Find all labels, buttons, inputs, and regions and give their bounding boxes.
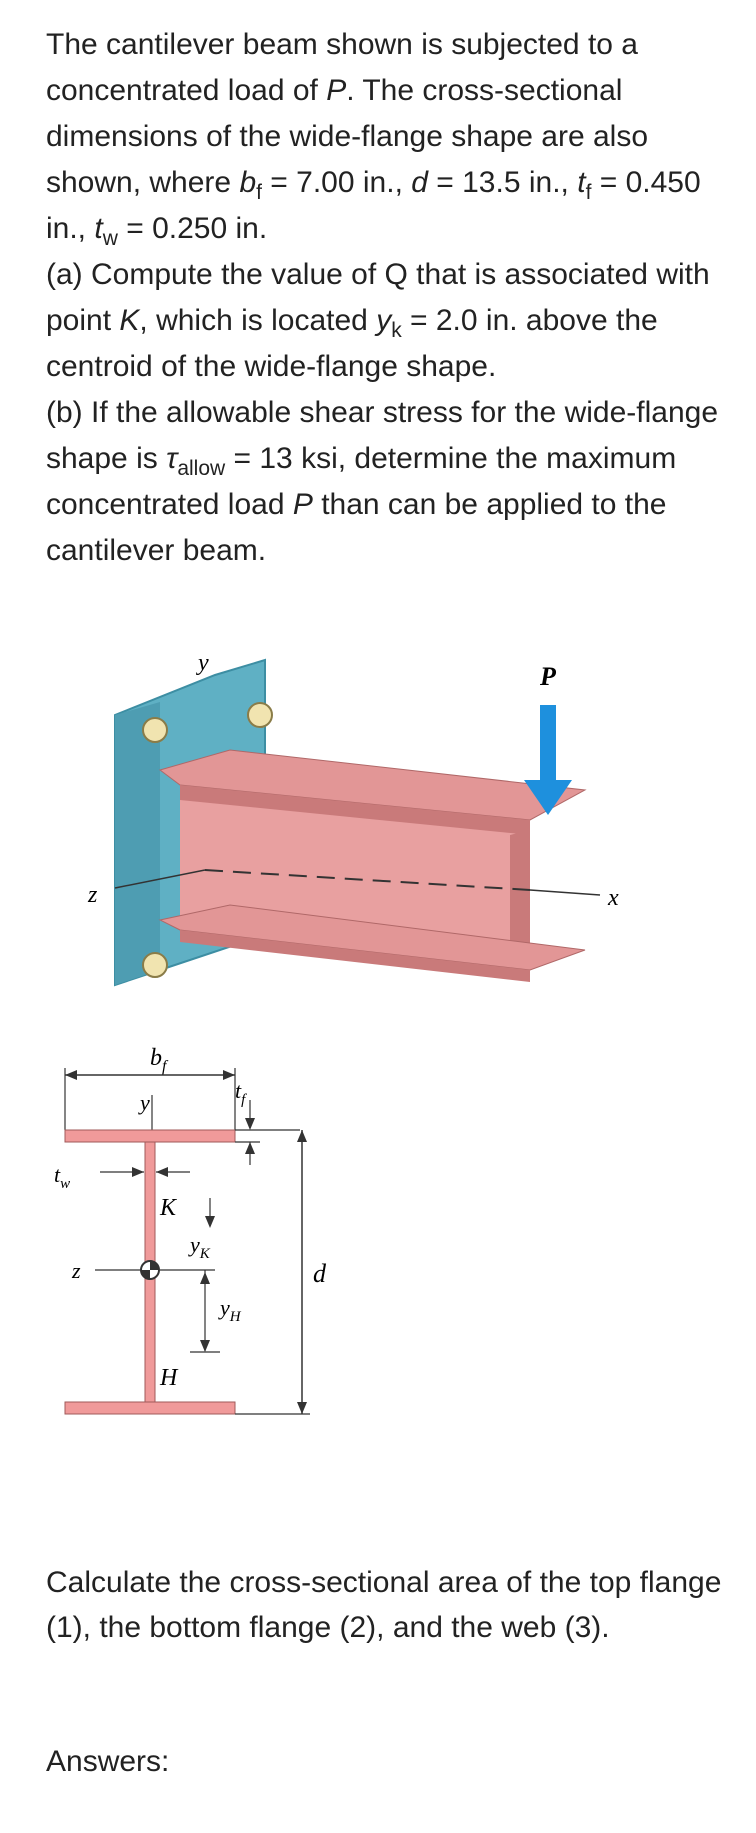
answers-label: Answers: bbox=[46, 1745, 170, 1778]
point-K-label: K bbox=[159, 1195, 178, 1221]
load-P-label: P bbox=[539, 662, 557, 691]
tf-label: tf bbox=[235, 1078, 247, 1108]
problem-intro: The cantilever beam shown is subjected t… bbox=[46, 28, 701, 250]
tw-label: tw bbox=[54, 1162, 70, 1192]
y-axis-label: y bbox=[196, 650, 209, 676]
problem-part-b: (b) If the allowable shear stress for th… bbox=[46, 396, 718, 567]
load-arrow-icon bbox=[524, 780, 572, 815]
problem-statement: The cantilever beam shown is subjected t… bbox=[46, 22, 726, 574]
point-H-label: H bbox=[159, 1365, 179, 1391]
beam-bottom-flange bbox=[158, 904, 586, 971]
beam-top-flange bbox=[158, 749, 587, 821]
d-label: d bbox=[313, 1259, 327, 1288]
yK-label: yK bbox=[188, 1232, 211, 1262]
z-axis-label: z bbox=[87, 882, 98, 908]
z-axis-line bbox=[114, 869, 206, 889]
section-z-label: z bbox=[71, 1258, 81, 1283]
section-top-flange bbox=[64, 1129, 236, 1143]
beam-figure: y x z P bf y bbox=[54, 650, 619, 1415]
yH-label: yH bbox=[218, 1295, 242, 1325]
section-bottom-flange bbox=[64, 1401, 236, 1415]
load-arrow-shaft bbox=[540, 705, 556, 785]
problem-part-a: (a) Compute the value of Q that is assoc… bbox=[46, 258, 710, 383]
x-axis-label: x bbox=[607, 885, 619, 911]
bolt-icon bbox=[142, 717, 168, 743]
cantilever-3d-view: y x z P bbox=[87, 650, 619, 987]
cross-section-view: bf y tf d tw K y bbox=[54, 1045, 327, 1415]
bolt-icon bbox=[247, 702, 273, 728]
bolt-icon bbox=[142, 952, 168, 978]
bf-label: bf bbox=[150, 1045, 169, 1075]
section-y-label: y bbox=[138, 1090, 150, 1115]
question-text: Calculate the cross-sectional area of th… bbox=[46, 1566, 722, 1644]
